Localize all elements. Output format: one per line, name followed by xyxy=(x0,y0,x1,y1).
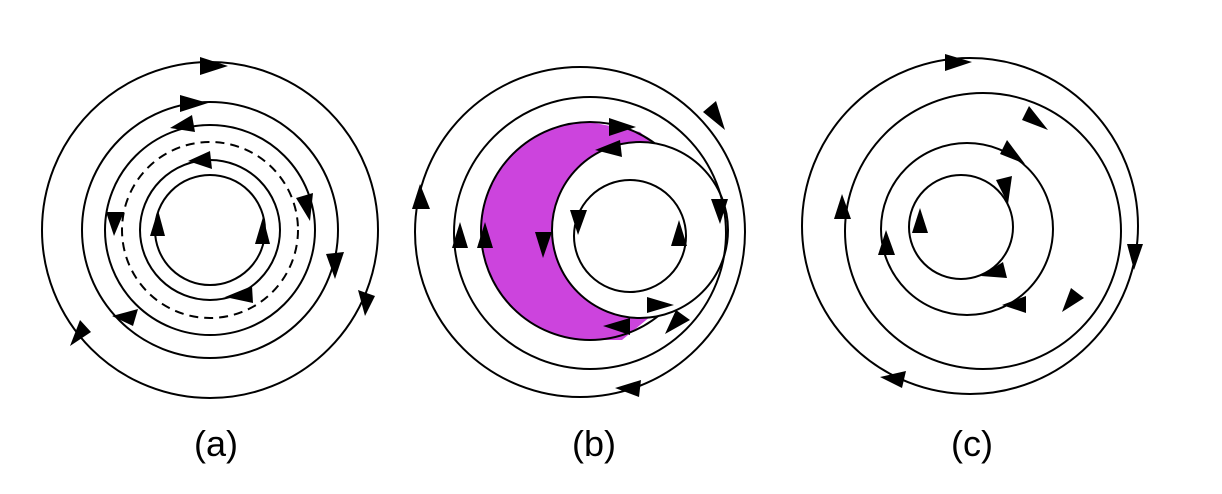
arrow-c-8 xyxy=(878,230,895,255)
arrow-b-13 xyxy=(671,220,687,246)
orbit-c-1 xyxy=(801,57,1139,395)
arrow-b-4 xyxy=(609,118,636,136)
orbit-a-2 xyxy=(81,101,339,359)
arrow-b-2 xyxy=(412,184,430,209)
arrow-c-11 xyxy=(912,208,928,233)
arrow-a-3 xyxy=(70,320,91,346)
orbit-b-2 xyxy=(453,96,727,370)
arrow-a-7 xyxy=(170,115,195,132)
arrow-a-11 xyxy=(255,217,270,244)
arrow-a-10 xyxy=(188,151,212,169)
panel-a: (a) xyxy=(41,57,379,464)
arrow-b-7 xyxy=(665,310,690,334)
arrow-a-12 xyxy=(225,286,253,303)
arrow-c-9 xyxy=(1002,296,1026,313)
crescent-inner-boundary xyxy=(551,141,729,319)
orbit-a-1 xyxy=(41,61,379,399)
arrow-c-4 xyxy=(1022,106,1048,130)
arrow-c-2 xyxy=(1127,244,1143,270)
arrow-a-4 xyxy=(180,95,208,112)
panel-b-label: (b) xyxy=(572,423,616,464)
arrow-c-1 xyxy=(945,54,972,71)
arrow-b-8 xyxy=(595,140,622,157)
orbit-a-5 xyxy=(154,174,266,286)
panel-c: (c) xyxy=(801,54,1143,464)
arrow-b-9 xyxy=(535,232,552,258)
orbit-a-dashed xyxy=(121,141,299,319)
panel-b: (b) xyxy=(412,66,746,464)
arrow-c-5 xyxy=(834,194,851,219)
orbit-a-3 xyxy=(104,124,316,336)
arrow-a-9 xyxy=(106,212,124,236)
arrow-c-12 xyxy=(981,262,1007,278)
orbit-c-4 xyxy=(908,174,1014,280)
arrow-b-14 xyxy=(570,210,587,235)
arrow-b-1 xyxy=(703,101,725,130)
arrow-c-3 xyxy=(880,371,906,388)
arrow-a-2 xyxy=(358,290,375,316)
arrow-b-3 xyxy=(615,380,641,397)
arrow-b-12 xyxy=(603,318,630,335)
arrow-c-10 xyxy=(996,176,1012,204)
panel-a-label: (a) xyxy=(194,423,238,464)
panel-c-label: (c) xyxy=(951,423,993,464)
arrow-a-1 xyxy=(200,57,228,75)
orbit-b-1 xyxy=(414,66,746,398)
orbit-b-3 xyxy=(573,179,687,293)
arrow-c-6 xyxy=(1062,288,1084,312)
arrow-a-13 xyxy=(150,210,165,236)
arrow-b-11 xyxy=(647,297,674,313)
arrow-a-5 xyxy=(326,252,344,279)
orbit-c-2 xyxy=(844,92,1122,370)
arrow-b-5 xyxy=(711,199,728,224)
arrow-c-7 xyxy=(1000,140,1025,164)
orbit-c-3 xyxy=(880,142,1054,316)
arrow-b-10 xyxy=(477,222,493,248)
arrow-a-6 xyxy=(112,309,138,326)
arrow-b-6 xyxy=(452,222,468,248)
arrow-a-8 xyxy=(296,193,313,221)
